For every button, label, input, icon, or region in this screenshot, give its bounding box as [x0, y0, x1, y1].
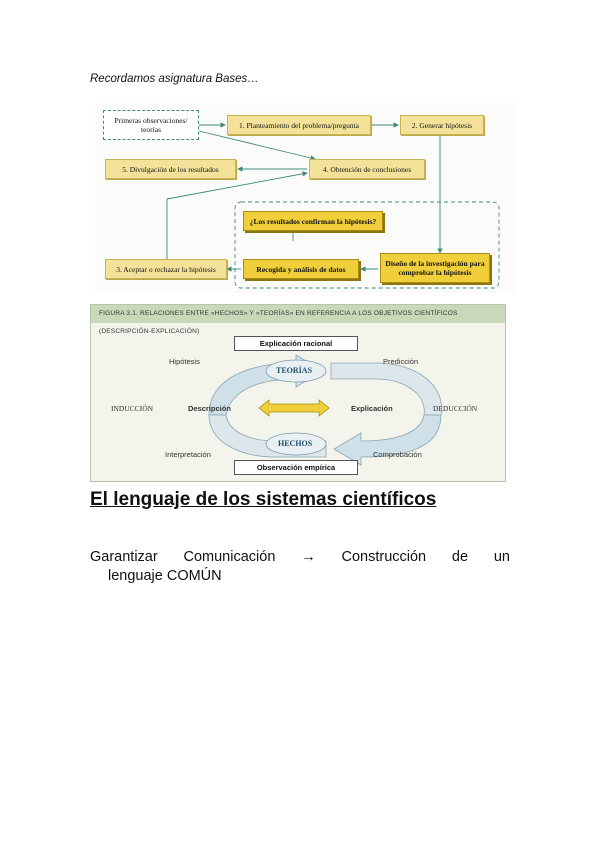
word-comunicacion: Comunicación: [183, 549, 276, 565]
descripcion-label: Descripción: [188, 404, 231, 413]
body-paragraph: Garantizar Comunicación → Construcción d…: [90, 548, 510, 586]
observacion-empirica-box: Observación empírica: [234, 460, 358, 475]
comprobacion-label: Comprobación: [373, 450, 422, 459]
word-de: de: [451, 549, 469, 565]
lower-right-arrow: [333, 414, 442, 466]
step4-box: 4. Obtención de conclusiones: [309, 159, 425, 179]
figure-caption: FIGURA 3.1. RELACIONES ENTRE «HECHOS» Y …: [91, 305, 505, 335]
induccion-label: INDUCCIÓN: [111, 404, 154, 413]
facts-theories-figure: FIGURA 3.1. RELACIONES ENTRE «HECHOS» Y …: [90, 304, 506, 482]
double-arrow: [258, 399, 330, 417]
explicacion-racional-box: Explicación racional: [234, 336, 358, 351]
arrow-icon: →: [301, 549, 316, 565]
first-observations-box: Primeras observaciones/ teorías: [103, 110, 199, 140]
explicacion-label: Explicación: [351, 404, 393, 413]
step2-box: 2. Generar hipótesis: [400, 115, 484, 135]
step3-box: 3. Aceptar o rechazar la hipótesis: [105, 259, 227, 279]
research-design-box: Diseño de la investigación para comproba…: [380, 253, 490, 283]
flow-arrows: [166, 122, 500, 289]
prediccion-label: Predicción: [383, 357, 419, 366]
step1-box: 1. Planteamiento del problema/pregunta: [227, 115, 371, 135]
question-box: ¿Los resultados confirman la hipótesis?: [243, 211, 383, 231]
scientific-method-diagram: Primeras observaciones/ teorías 1. Plant…: [95, 103, 515, 293]
hipotesis-label: Hipótesis: [169, 357, 200, 366]
word-garantizar: Garantizar: [90, 549, 158, 565]
section-heading: El lenguaje de los sistemas científicos: [90, 489, 437, 510]
hechos-ellipse: [265, 432, 327, 456]
word-construccion: Construcción: [341, 549, 427, 565]
cycle-graphic: [208, 354, 442, 466]
hechos-label: HECHOS: [278, 439, 313, 448]
intro-text: Recordamos asignatura Bases…: [90, 73, 259, 85]
deduccion-label: DEDUCCIÓN: [433, 404, 478, 413]
teorias-label: TEORÍAS: [276, 366, 313, 375]
interpretacion-label: Interpretación: [165, 450, 211, 459]
paragraph-line-1: Garantizar Comunicación → Construcción d…: [90, 548, 510, 567]
paragraph-line-2: lenguaje COMÚN: [108, 568, 222, 584]
data-analysis-box: Recogida y análisis de datos: [243, 259, 359, 279]
word-un: un: [493, 549, 510, 565]
step5-box: 5. Divulgación de los resultados: [105, 159, 236, 179]
teorias-ellipse: [265, 359, 327, 383]
